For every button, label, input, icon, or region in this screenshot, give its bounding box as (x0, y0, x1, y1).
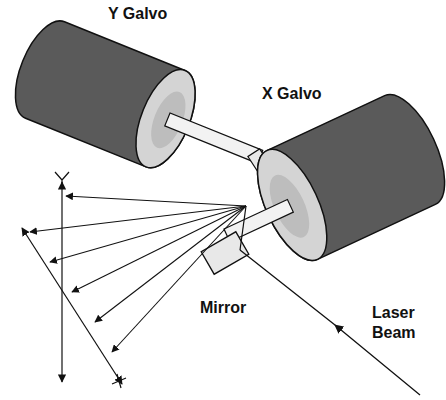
scan-ray (95, 206, 246, 322)
motor-body (243, 85, 446, 271)
scan-ray (72, 206, 246, 292)
motor-face (124, 61, 207, 175)
part-label: Laser Beam (372, 303, 434, 343)
axis-tick (55, 172, 69, 186)
part-label: Y Galvo (108, 4, 167, 24)
x-galvo-motor (202, 85, 446, 290)
motor-body (3, 13, 207, 176)
scan-ray (50, 206, 246, 262)
scan-ray (66, 196, 246, 206)
motor-face (243, 140, 341, 271)
part-label: X Galvo (262, 84, 322, 104)
x-scan-axis (22, 228, 122, 384)
part-label: Mirror (200, 298, 246, 318)
laser-beam (240, 250, 420, 395)
axis-tick (112, 374, 126, 388)
scan-ray (112, 206, 246, 352)
beam-segment (240, 206, 246, 250)
y-scan-axis (61, 182, 62, 382)
